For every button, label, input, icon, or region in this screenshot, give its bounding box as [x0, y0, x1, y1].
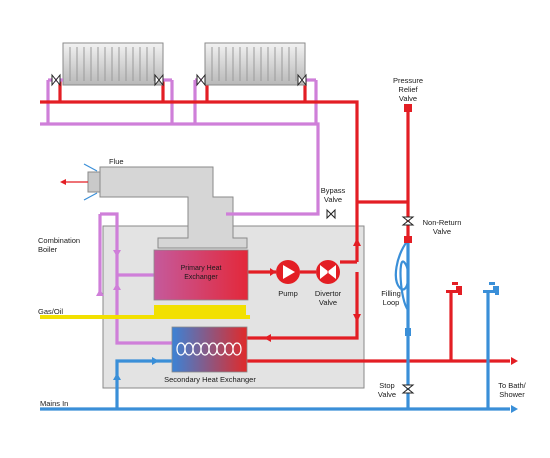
flue-intake-arrow-top: [83, 163, 98, 172]
stop-valve-symbol: [401, 384, 415, 394]
non-return-valve-symbol: [401, 216, 415, 226]
hot-tap-icon: [446, 282, 462, 295]
primary-heat-exchanger: [153, 249, 249, 301]
stop-valve-label: Stop Valve: [377, 381, 397, 399]
pump-label: Pump: [278, 289, 298, 298]
to-bath-shower-label: To Bath/ Shower: [498, 381, 526, 399]
combination-boiler-label: Combination Boiler: [38, 236, 81, 254]
cold-flow-arrows: [113, 357, 518, 413]
radiator-left: [62, 42, 164, 86]
filling-loop-connector-top: [404, 236, 412, 243]
flue-duct: [99, 166, 248, 249]
radiator-right: [204, 42, 306, 86]
pressure-relief-valve-symbol: [404, 104, 412, 112]
gas-oil-label: Gas/Oil: [38, 307, 64, 316]
filling-loop-connector-bottom: [405, 328, 411, 336]
return-flow-arrows: [96, 250, 121, 296]
flue-label: Flue: [109, 157, 124, 166]
return-pipework: [40, 80, 320, 345]
divertor-valve-label: Divertor Valve: [314, 289, 342, 307]
filling-loop-hose: [394, 239, 410, 311]
burner: [154, 305, 246, 319]
radiator-valves: [51, 73, 307, 87]
bypass-valve-label: Bypass Valve: [320, 186, 346, 204]
filling-loop-label: Filling Loop: [381, 289, 401, 307]
pressure-relief-valve-label: Pressure Relief Valve: [392, 76, 423, 103]
bypass-valve-symbol: [326, 208, 336, 220]
secondary-coil: [176, 342, 242, 356]
cold-tap-icon: [483, 282, 499, 295]
flue-outlet: [87, 171, 101, 193]
flue-intake-arrow-bottom: [83, 192, 98, 201]
primary-heat-exchanger-label: Primary Heat Exchanger: [180, 265, 222, 281]
mains-in-label: Mains In: [40, 399, 69, 408]
divertor-valve-symbol: [316, 260, 340, 284]
hot-flow-arrows: [264, 238, 518, 365]
secondary-heat-exchanger-label: Secondary Heat Exchanger: [164, 375, 256, 384]
non-return-valve-label: Non-Return Valve: [422, 218, 462, 236]
